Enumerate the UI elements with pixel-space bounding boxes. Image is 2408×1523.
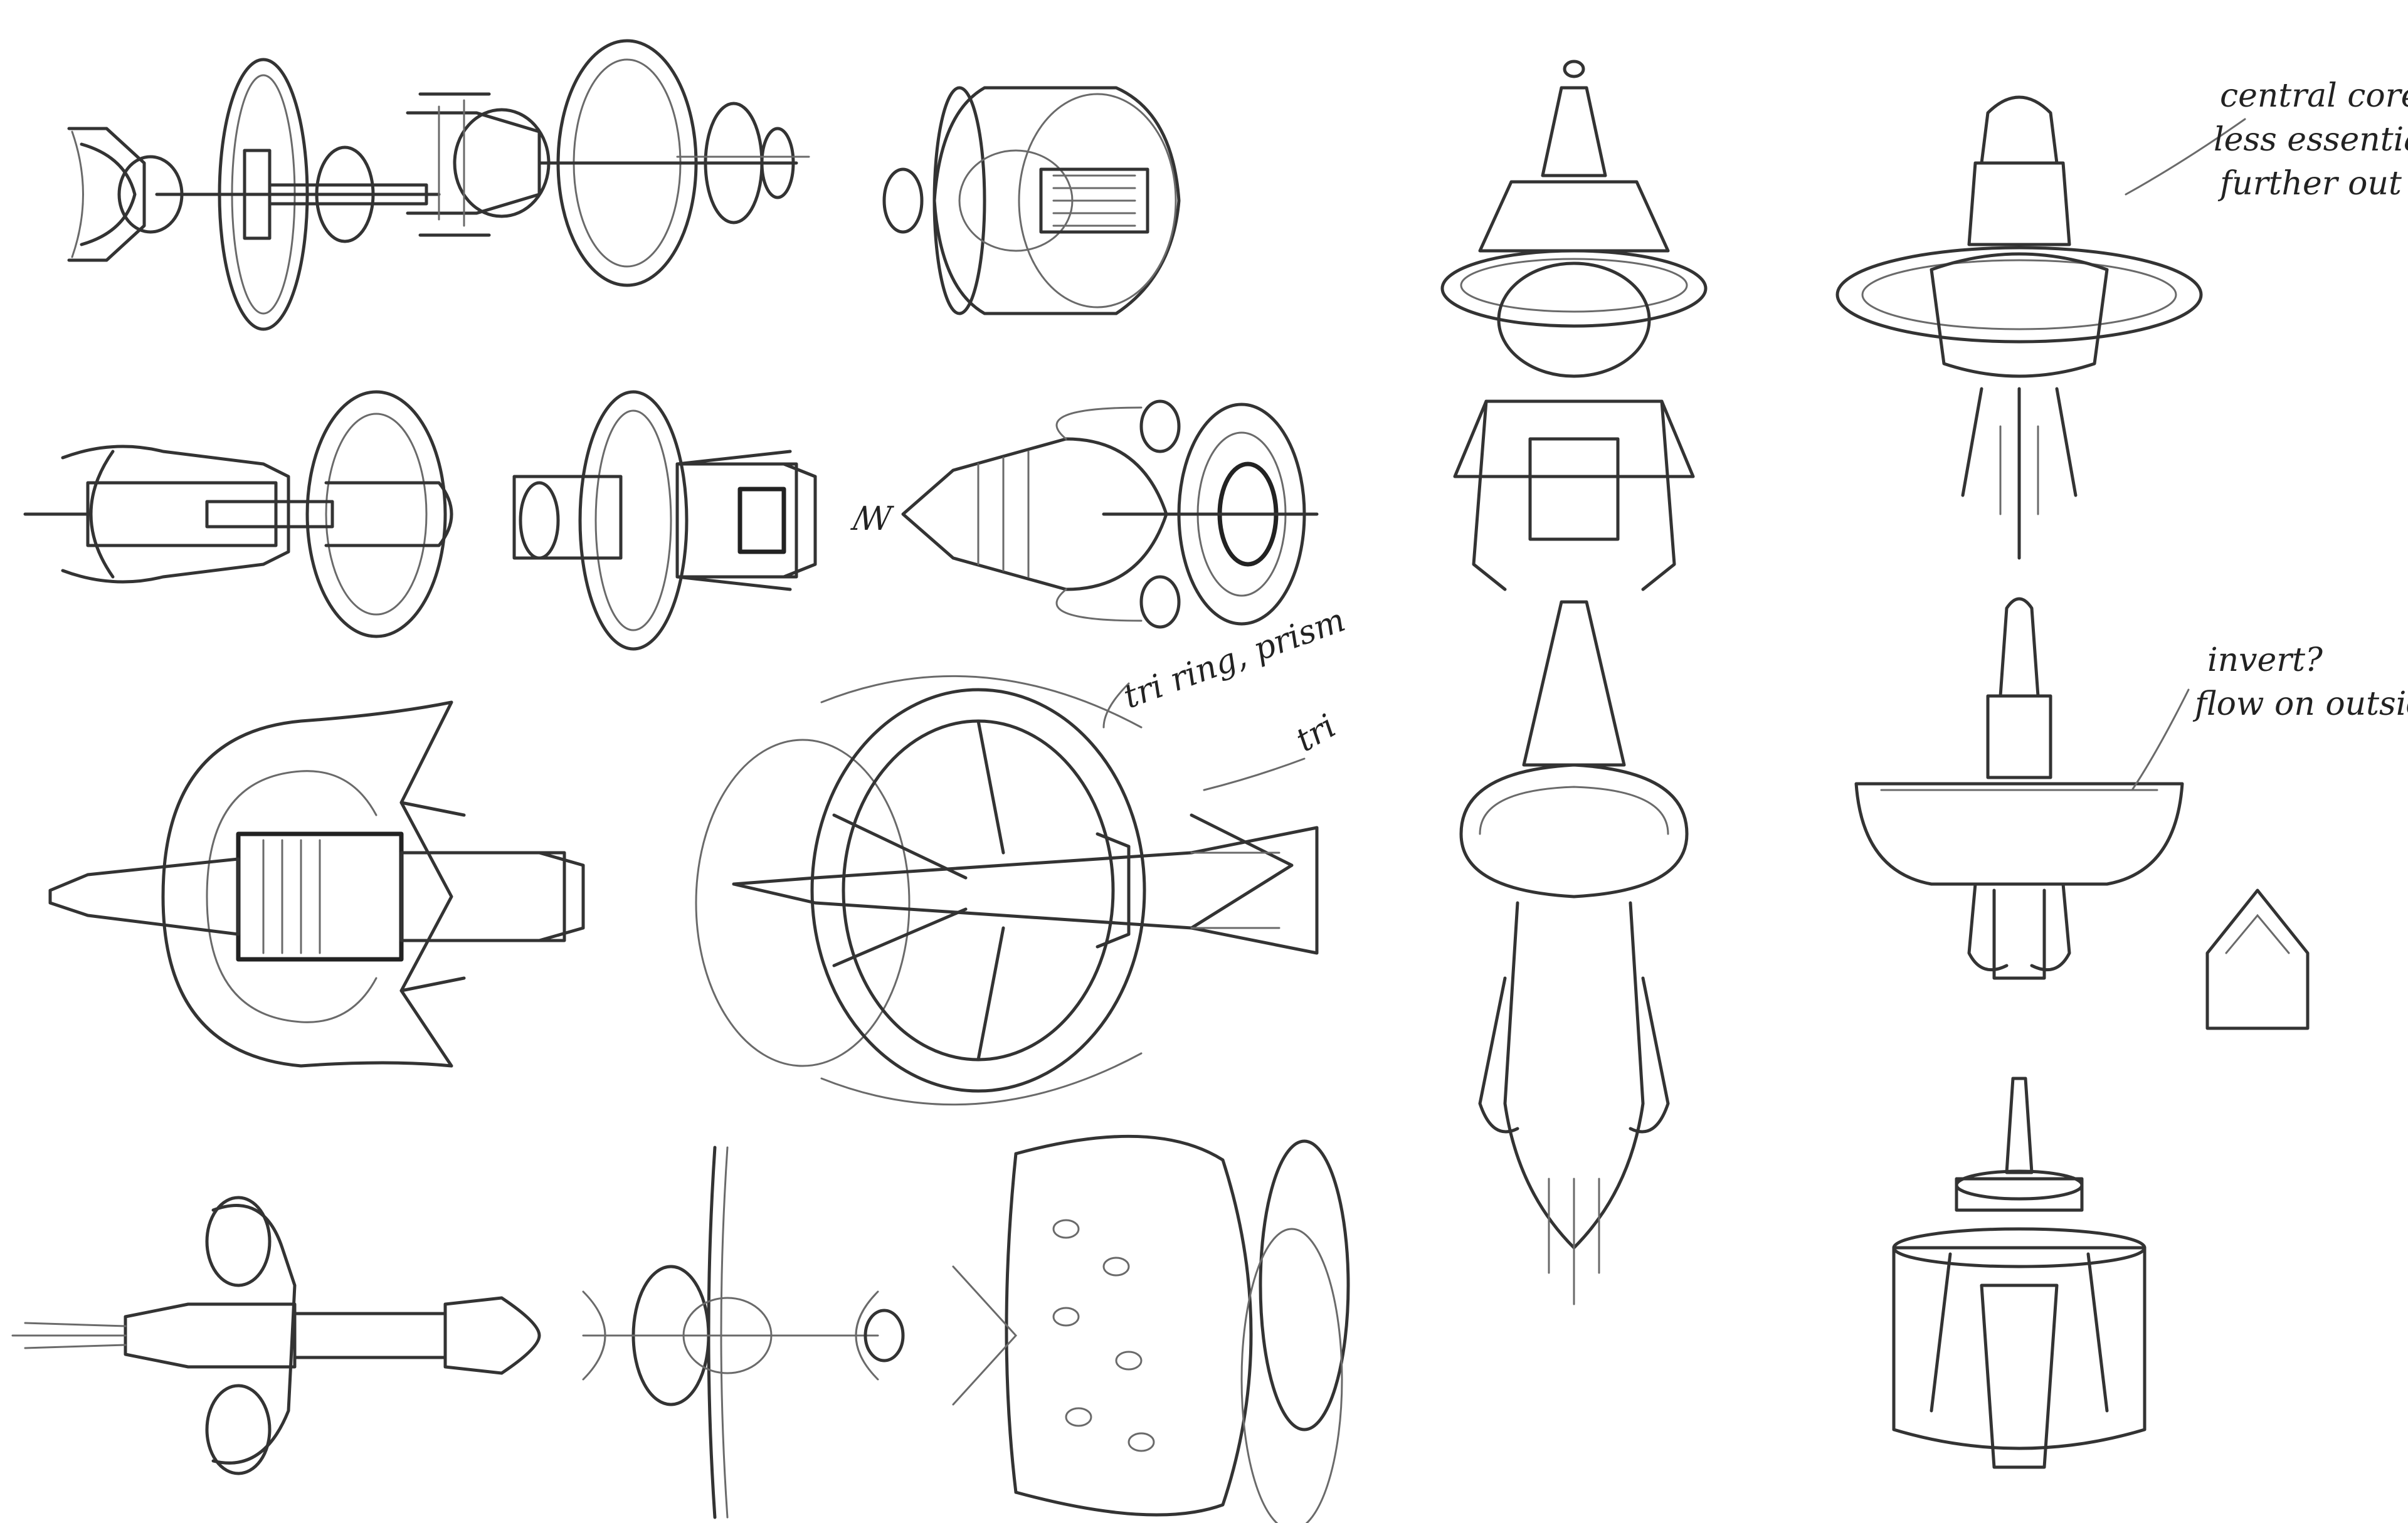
annotation-central-core-line3: further out xyxy=(2217,165,2402,203)
sketch-ship-right-a1 xyxy=(1440,60,1708,591)
sketch-ship-right-b2 xyxy=(1854,597,2310,1030)
annotation-tri-ring-text: tri ring, prism xyxy=(1119,601,1350,716)
sketch-ship-right-b1 xyxy=(1835,95,2203,560)
sketch-ship-r2-b xyxy=(512,390,817,651)
sketch-ship-r4-b xyxy=(582,1146,879,1519)
sketch-ship-r3-a xyxy=(48,700,585,1068)
svg-text:ꟿ: ꟿ xyxy=(850,500,894,538)
sketch-ship-r4-a xyxy=(11,1196,541,1475)
annotation-central-core: central core, less essential further out xyxy=(2125,77,2408,203)
sketch-ship-right-a2 xyxy=(1459,600,1689,1305)
sketch-ship-r2-c: ꟿ xyxy=(850,399,1319,629)
sketch-ship-right-b3 xyxy=(1892,1077,2147,1469)
annotation-invert-line1: invert? xyxy=(2207,641,2323,679)
sketch-ship-r4-c xyxy=(863,1134,1350,1523)
sketch-ship-r1-c xyxy=(882,86,1181,315)
annotation-invert-line2: flow on outside xyxy=(2192,685,2408,723)
annotation-tri: tri xyxy=(1203,707,1343,791)
annotation-central-core-line1: central core, xyxy=(2220,77,2408,115)
sketch-ship-r3-b xyxy=(695,675,1319,1106)
sketch-ship-r2-a xyxy=(23,390,453,638)
annotation-invert: invert? flow on outside xyxy=(2131,641,2408,791)
annotation-tri-text: tri xyxy=(1290,707,1343,759)
sketch-ship-r1-b xyxy=(406,39,810,287)
annotation-central-core-line2: less essential xyxy=(2214,121,2408,159)
sketch-ship-r1-a xyxy=(67,58,441,331)
